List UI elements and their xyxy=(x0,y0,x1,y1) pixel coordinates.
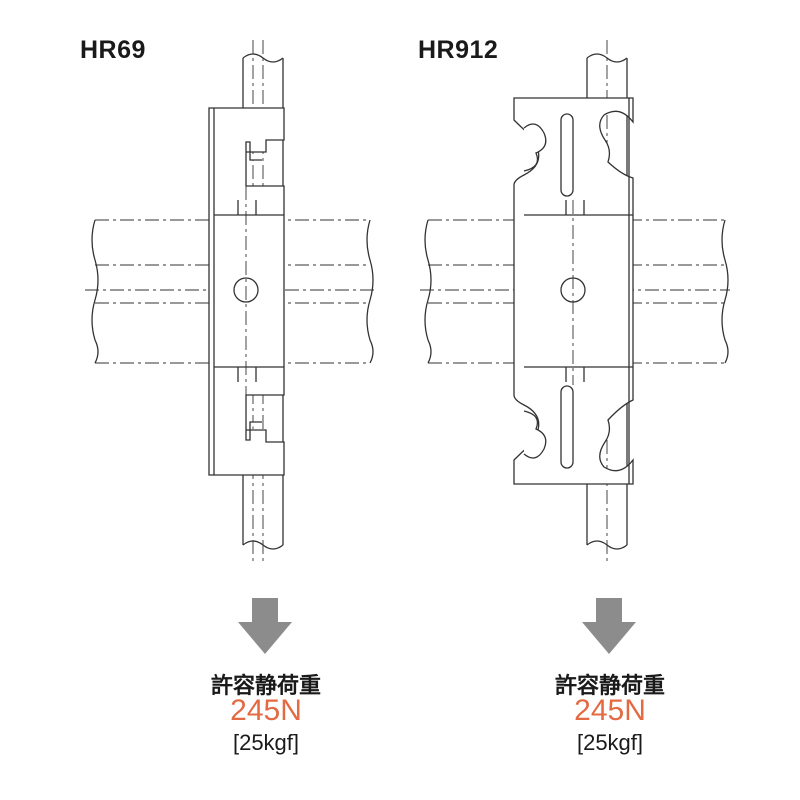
model-label-hr912: HR912 xyxy=(418,36,499,64)
hr69-bracket-plate xyxy=(208,107,285,476)
hr912-bracket-plate xyxy=(513,97,634,485)
hr912-bracket-drawing xyxy=(420,40,730,565)
downward-load-arrow-icon xyxy=(238,598,292,654)
allowable-static-load-label: 許容静荷重 xyxy=(554,674,665,699)
model-label-hr69: HR69 xyxy=(80,36,146,64)
downward-load-arrow-icon xyxy=(582,598,636,654)
allowable-static-load-newton: 245N xyxy=(574,694,646,727)
allowable-static-load-label: 許容静荷重 xyxy=(210,674,321,699)
panel-hr69: HR69 xyxy=(80,36,375,755)
allowable-static-load-kgf: [25kgf] xyxy=(576,730,644,755)
hr69-bracket-drawing xyxy=(85,40,375,565)
panel-hr912: HR912 xyxy=(400,0,800,800)
allowable-static-load-kgf: [25kgf] xyxy=(232,730,300,755)
allowable-static-load-newton: 245N xyxy=(230,694,302,727)
